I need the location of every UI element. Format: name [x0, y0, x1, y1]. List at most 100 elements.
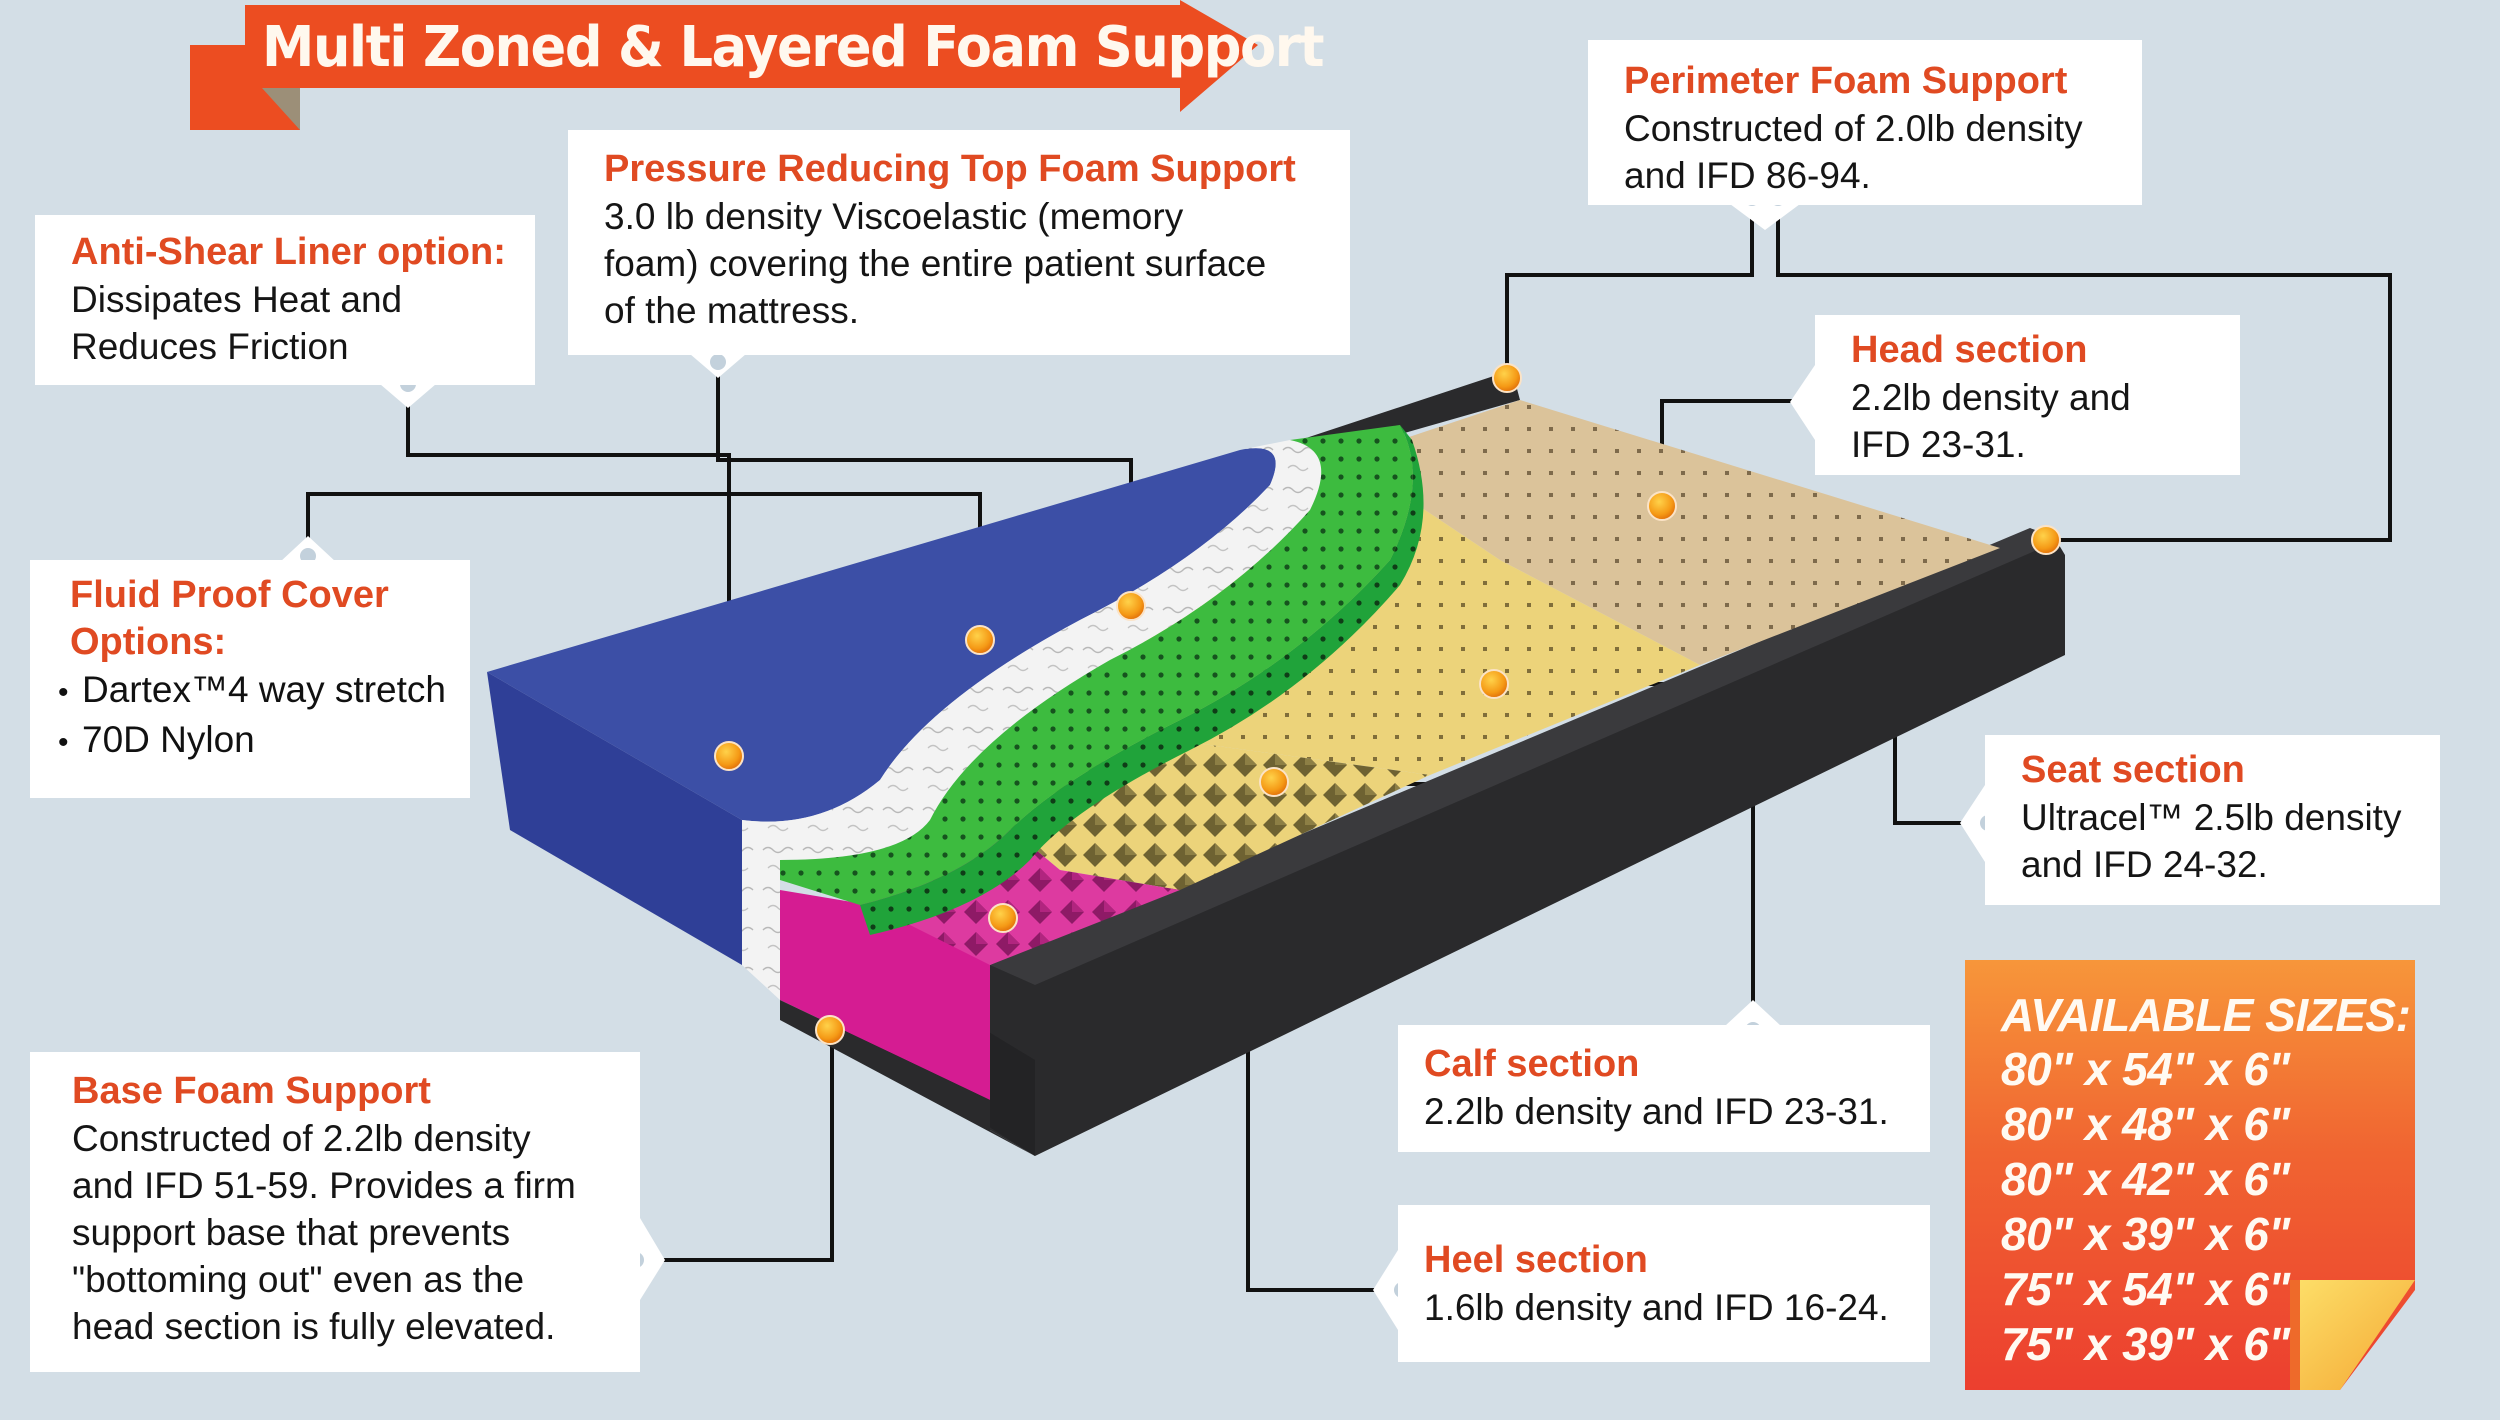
callout-fluid-proof-title-1: Fluid Proof Cover	[70, 574, 389, 616]
mattress	[487, 370, 2065, 1156]
callout-head-body: 2.2lb density and IFD 23-31.	[1851, 374, 2204, 468]
leader-perimeter-right	[1776, 205, 2392, 542]
option-label: 70D Nylon	[82, 719, 255, 760]
size-option: 75" x 39" x 6"	[2001, 1318, 2290, 1370]
callout-text-line: support base that prevents	[72, 1212, 511, 1253]
available-sizes-header: AVAILABLE SIZES:	[2001, 989, 2411, 1041]
available-sizes-panel: AVAILABLE SIZES: 80" x 54" x 6" 80" x 48…	[1965, 960, 2417, 1392]
notch-calf	[1725, 1000, 1781, 1026]
title-banner	[190, 0, 1258, 130]
callout-fluid-proof-title-2: Options:	[70, 621, 227, 663]
callout-text-line: and IFD 86-94.	[1624, 155, 1871, 196]
anti-shear-liner	[742, 440, 1322, 1000]
callout-head: Head section 2.2lb density and IFD 23-31…	[1815, 315, 2240, 475]
callout-base-body: Constructed of 2.2lb density and IFD 51-…	[72, 1115, 640, 1350]
callout-text-line: 1.6lb density and IFD 16-24.	[1424, 1287, 1889, 1328]
bullet-icon: •	[58, 676, 69, 709]
leader-base	[640, 1030, 834, 1262]
callout-anti-shear-title: Anti-Shear Liner option:	[71, 231, 506, 273]
callout-heel-title: Heel section	[1424, 1239, 1648, 1281]
size-option: 80" x 39" x 6"	[2001, 1208, 2290, 1260]
fluid-proof-option: • 70D Nylon	[58, 716, 446, 766]
callout-calf: Calf section 2.2lb density and IFD 23-31…	[1398, 1025, 1930, 1152]
callout-pressure: Pressure Reducing Top Foam Support 3.0 l…	[568, 130, 1350, 355]
pin-pressure-icon[interactable]	[1116, 591, 1146, 621]
callout-head-title: Head section	[1851, 329, 2088, 371]
pin-base-icon[interactable]	[815, 1015, 845, 1045]
fluid-proof-options-list: • Dartex™4 way stretch • 70D Nylon	[58, 666, 446, 766]
callout-text-line: Dissipates Heat and	[71, 279, 403, 320]
notch-base	[640, 1218, 665, 1300]
callout-pressure-title: Pressure Reducing Top Foam Support	[604, 148, 1296, 190]
callout-text-line: Ultracel™ 2.5lb density	[2021, 797, 2402, 838]
callout-fluid-proof: Fluid Proof Cover Options: • Dartex™4 way…	[30, 560, 470, 798]
size-option: 80" x 42" x 6"	[2001, 1153, 2290, 1205]
pin-markers	[714, 363, 2061, 1045]
notch-heel	[1373, 1250, 1398, 1330]
callout-text-line: 2.2lb density and	[1851, 377, 2131, 418]
callout-anti-shear: Anti-Shear Liner option: Dissipates Heat…	[35, 215, 535, 385]
callout-text-line: foam) covering the entire patient surfac…	[604, 243, 1267, 284]
banner-title: Multi Zoned & Layered Foam Support	[262, 15, 1325, 80]
leader-perimeter-left	[1505, 205, 1754, 378]
perimeter-right-rail-top	[990, 528, 2060, 985]
callout-pressure-body: 3.0 lb density Viscoelastic (memory foam…	[604, 193, 1314, 334]
pin-anti-shear-icon[interactable]	[714, 741, 744, 771]
size-option: 80" x 54" x 6"	[2001, 1043, 2290, 1095]
anchor-pressure-icon	[710, 354, 726, 370]
pin-calf-icon[interactable]	[1259, 767, 1289, 797]
size-option: 75" x 54" x 6"	[2001, 1263, 2290, 1315]
notch-anti-shear	[380, 384, 436, 408]
pin-seat-icon[interactable]	[1479, 669, 1509, 699]
pin-heel-icon[interactable]	[988, 903, 1018, 933]
base-foam-front	[780, 1000, 1035, 1156]
callout-seat-body: Ultracel™ 2.5lb density and IFD 24-32.	[2021, 794, 2404, 888]
callout-text-line: Constructed of 2.2lb density	[72, 1118, 531, 1159]
callout-text-line: and IFD 24-32.	[2021, 844, 2268, 885]
callout-text-line: head section is fully elevated.	[72, 1306, 556, 1347]
heel-front-face	[780, 890, 990, 1100]
perimeter-head-rail	[1300, 370, 1520, 440]
pressure-top-foam	[780, 425, 1413, 905]
leader-anti-shear	[406, 385, 731, 744]
notch-perimeter	[1730, 204, 1800, 230]
callout-text-line: and IFD 51-59. Provides a firm	[72, 1165, 576, 1206]
pin-head-icon[interactable]	[1647, 491, 1677, 521]
callout-perimeter: Perimeter Foam Support Constructed of 2.…	[1588, 40, 2142, 205]
callout-text-line: Reduces Friction	[71, 326, 349, 367]
callout-calf-body: 2.2lb density and IFD 23-31.	[1424, 1088, 1930, 1135]
fluid-proof-cover-top	[487, 448, 1276, 822]
fluid-proof-cover-front	[487, 672, 742, 965]
perimeter-right-side	[990, 530, 2065, 1156]
callout-text-line: "bottoming out" even as the	[72, 1259, 525, 1300]
pin-perimeter-right-icon[interactable]	[2031, 525, 2061, 555]
callout-base: Base Foam Support Constructed of 2.2lb d…	[30, 1052, 640, 1372]
head-section-foam	[1395, 400, 2000, 665]
banner-arrow	[245, 0, 1258, 112]
banner-fold-shadow	[262, 88, 300, 130]
sizes-sticker-bg	[1965, 960, 2415, 1390]
notch-head	[1790, 365, 1815, 440]
callout-text-line: IFD 23-31.	[1851, 424, 2026, 465]
notch-seat	[1960, 785, 1985, 862]
callout-text-line: 3.0 lb density Viscoelastic (memory	[604, 196, 1184, 237]
bullet-icon: •	[58, 726, 69, 759]
callout-heel-body: 1.6lb density and IFD 16-24.	[1424, 1284, 1930, 1331]
callout-text-line: of the mattress.	[604, 290, 859, 331]
option-label: Dartex™4 way stretch	[82, 669, 446, 710]
callout-seat: Seat section Ultracel™ 2.5lb density and…	[1985, 735, 2440, 905]
callout-seat-title: Seat section	[2021, 749, 2245, 791]
callout-perimeter-body: Constructed of 2.0lb density and IFD 86-…	[1624, 105, 2106, 199]
callout-perimeter-title: Perimeter Foam Support	[1624, 60, 2068, 102]
size-option: 80" x 48" x 6"	[2001, 1098, 2290, 1150]
callout-base-title: Base Foam Support	[72, 1070, 431, 1112]
callout-heel: Heel section 1.6lb density and IFD 16-24…	[1398, 1205, 1930, 1362]
fluid-proof-option: • Dartex™4 way stretch	[58, 666, 446, 716]
sticker-curl	[2290, 1280, 2415, 1390]
callout-calf-title: Calf section	[1424, 1043, 1640, 1085]
callout-text-line: 2.2lb density and IFD 23-31.	[1424, 1091, 1889, 1132]
pin-fluid-proof-icon[interactable]	[965, 625, 995, 655]
pin-perimeter-head-icon[interactable]	[1492, 363, 1522, 393]
callout-text-line: Constructed of 2.0lb density	[1624, 108, 2083, 149]
